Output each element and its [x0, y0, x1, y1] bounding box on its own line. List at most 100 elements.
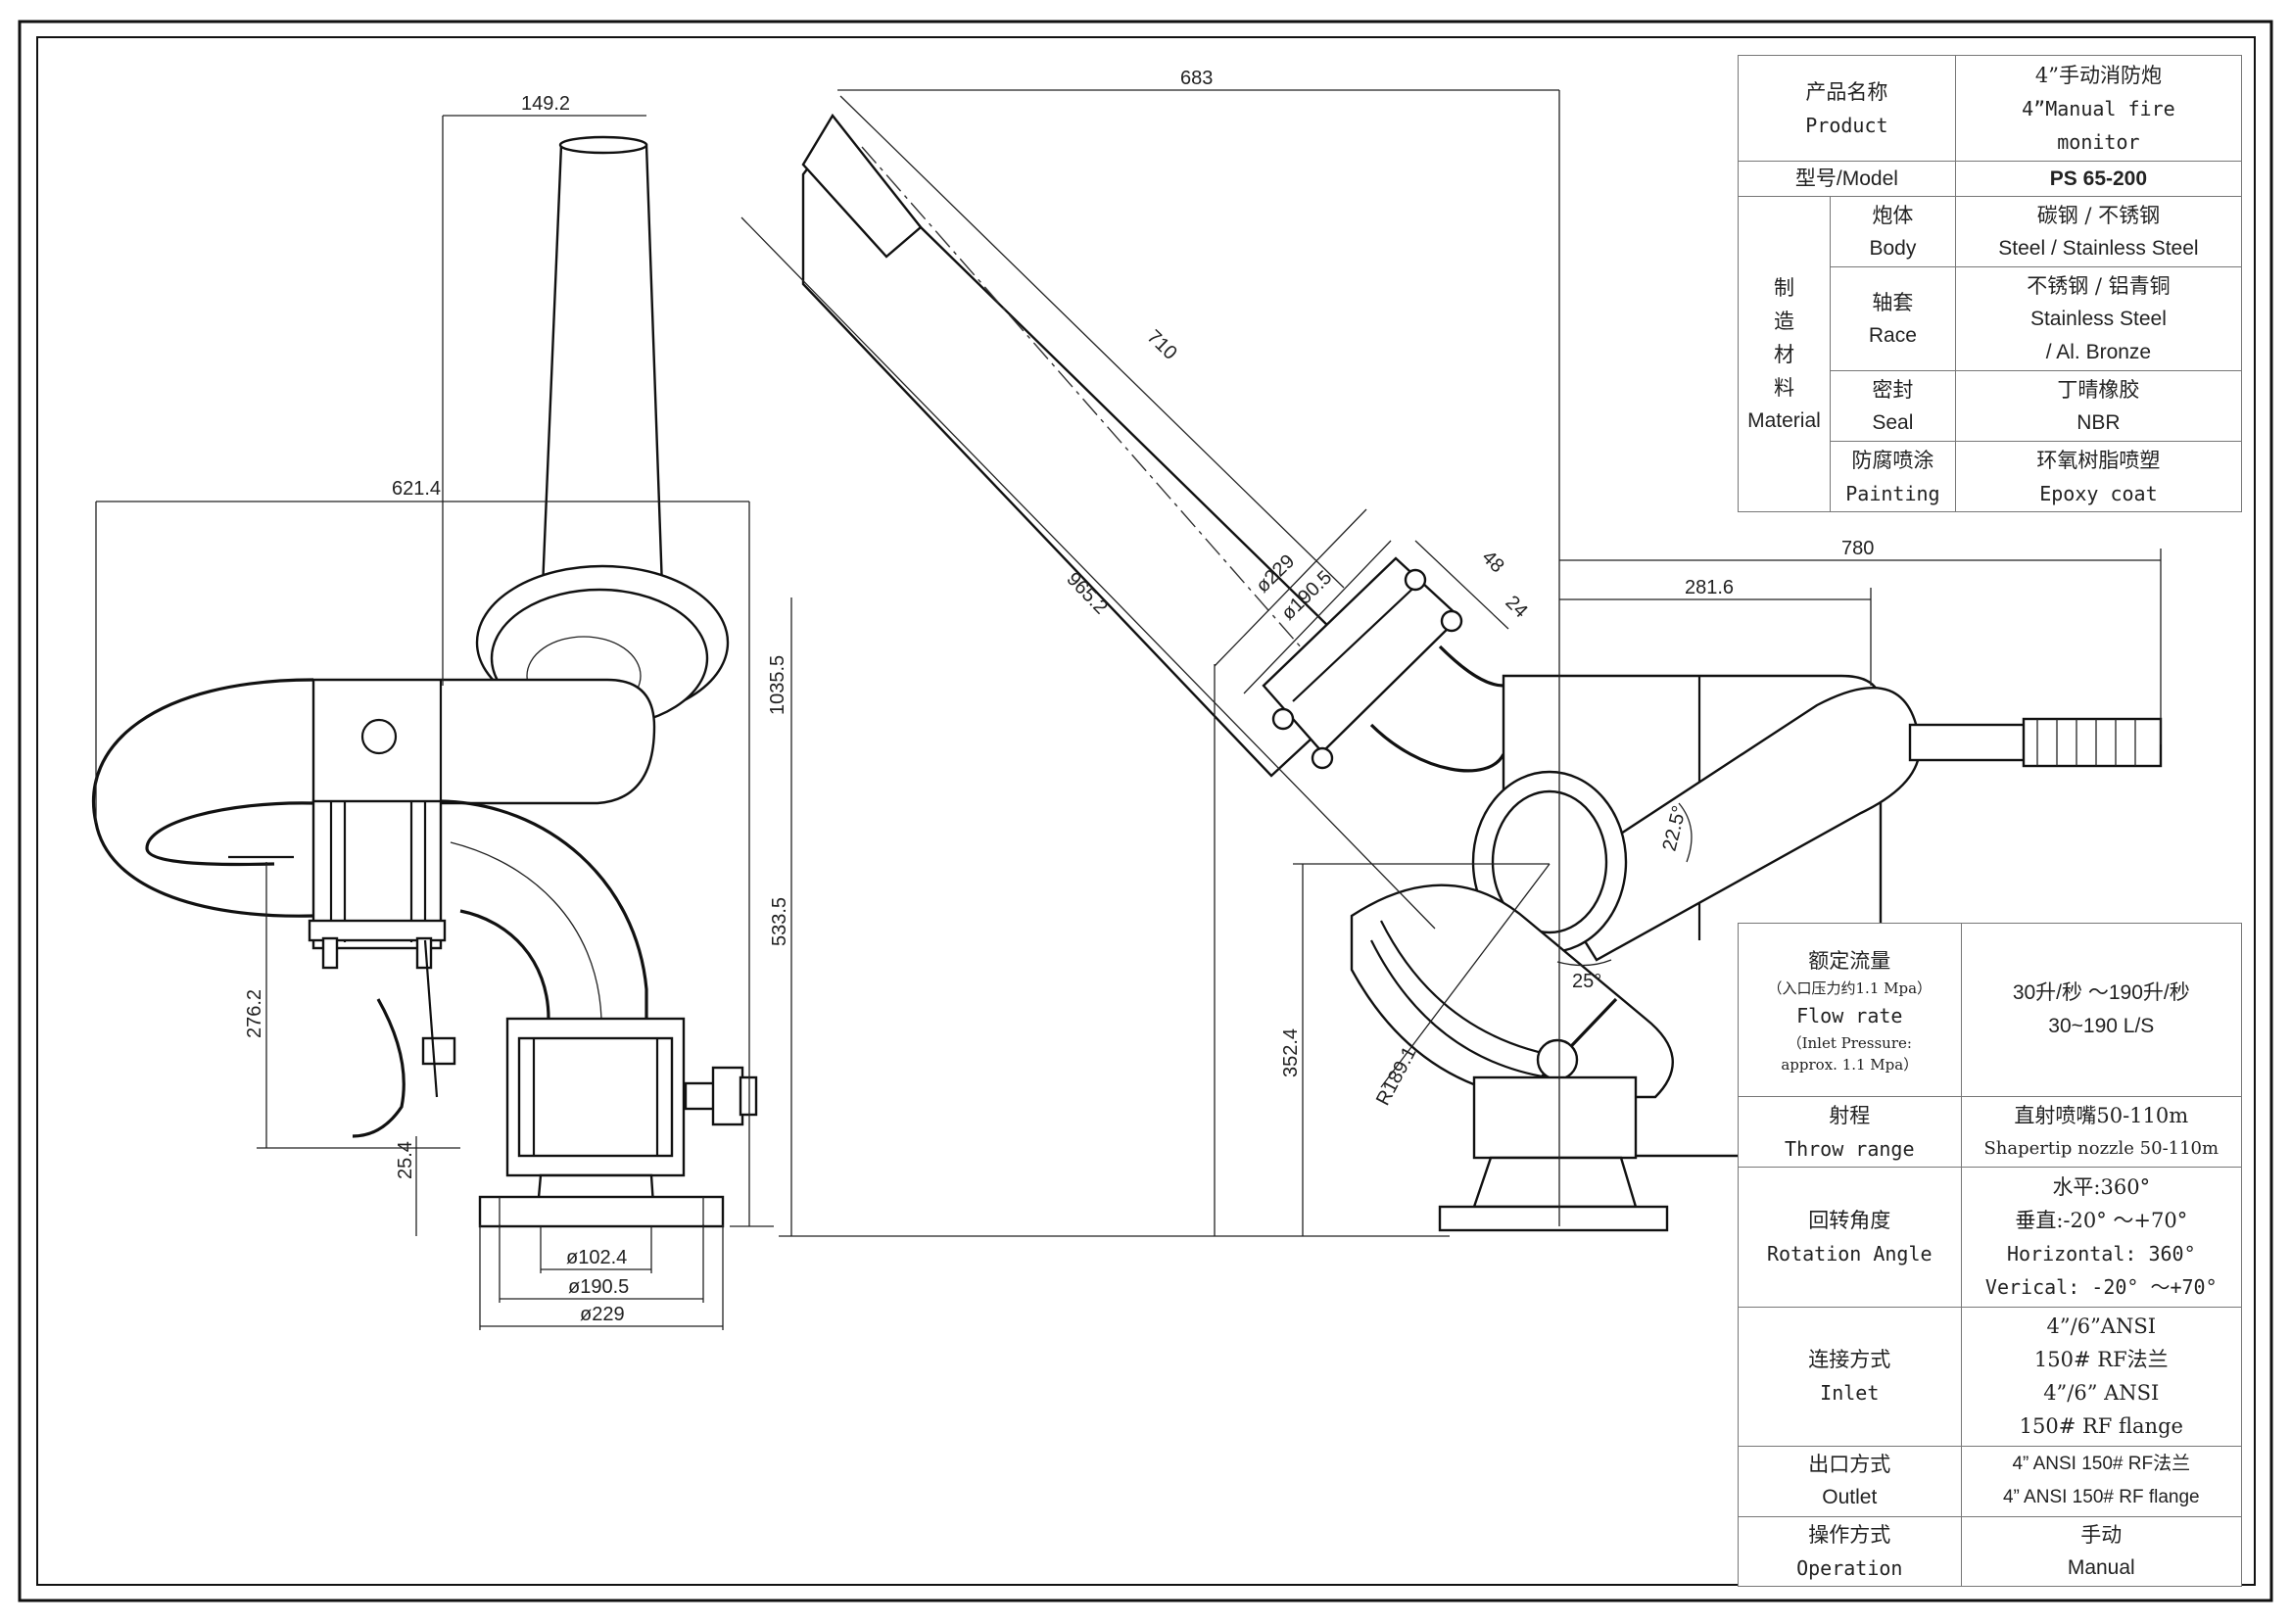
dim-side-bolt-b: 24 — [1501, 592, 1531, 622]
inlet-value-3: 4”/6” ANSI — [2043, 1381, 2160, 1406]
race-part-en: Race — [1868, 323, 1917, 347]
seal-value-en: NBR — [2076, 410, 2121, 434]
rotation-label-cn: 回转角度 — [1808, 1208, 1891, 1232]
dim-front-inlet-height: 276.2 — [244, 989, 265, 1038]
flow-label-en: Flow rate — [1796, 1004, 1903, 1028]
outlet-label-en: Outlet — [1822, 1486, 1878, 1509]
inner-frame — [36, 36, 2256, 1586]
inlet-label-en: Inlet — [1820, 1381, 1880, 1406]
material-char-1: 制 — [1773, 275, 1794, 300]
flow-note-en-2: approx. 1.1 Mpa） — [1781, 1056, 1919, 1075]
flow-note-en-1: （Inlet Pressure: — [1787, 1034, 1912, 1053]
dim-front-d2: ø190.5 — [568, 1276, 629, 1298]
race-part-cn: 轴套 — [1872, 290, 1914, 314]
operation-label-cn: 操作方式 — [1808, 1522, 1891, 1547]
seal-value-cell: 丁晴橡胶 NBR — [1954, 370, 2243, 442]
dim-front-d1: ø102.4 — [566, 1247, 627, 1268]
race-value-en-1: Stainless Steel — [2029, 307, 2167, 330]
dim-side-overall: 780 — [1841, 538, 1874, 559]
dim-side-radius: R189.1 — [1372, 1043, 1421, 1109]
flow-note-cn: （入口压力约1.1 Mpa） — [1767, 979, 1933, 998]
race-value-cell: 不锈钢 / 铝青铜 Stainless Steel / Al. Bronze — [1954, 266, 2243, 371]
dim-side-height: 533.5 — [769, 897, 790, 946]
rotation-value-cell: 水平:360° 垂直:-20° ～+70° Horizontal: 360° V… — [1960, 1166, 2243, 1308]
rotation-value-4: Verical: -20° ～+70° — [1984, 1274, 2218, 1299]
painting-value-cn: 环氧树脂喷塑 — [2036, 448, 2161, 472]
dim-front-flange-thk: 25.4 — [395, 1141, 416, 1179]
material-char-4: 料 — [1773, 375, 1794, 400]
inlet-label-cell: 连接方式 Inlet — [1738, 1306, 1962, 1448]
outlet-label-cn: 出口方式 — [1808, 1453, 1891, 1477]
spec-table-performance: 额定流量 （入口压力约1.1 Mpa） Flow rate （Inlet Pre… — [1738, 922, 2243, 1588]
model-label: 型号/Model — [1738, 161, 1956, 197]
body-value-cell: 碳钢 / 不锈钢 Steel / Stainless Steel — [1954, 196, 2243, 267]
flow-value-cell: 30升/秒 ～190升/秒 30~190 L/S — [1960, 922, 2243, 1098]
product-value-cell: 4”手动消防炮 4”Manual fire monitor — [1954, 55, 2243, 162]
outlet-value-en: 4” ANSI 150# RF flange — [2002, 1487, 2200, 1508]
dim-side-pivot-height: 352.4 — [1280, 1028, 1302, 1077]
inlet-value-cell: 4”/6”ANSI 150# RF法兰 4”/6” ANSI 150# RF f… — [1960, 1306, 2243, 1448]
material-char-2: 造 — [1773, 309, 1794, 333]
throw-label-cell: 射程 Throw range — [1738, 1096, 1962, 1168]
front-view: 149.2 621.4 1035.5 276.2 25.4 ø102.4 ø19… — [91, 93, 788, 1330]
spec-table-materials: 产品名称 Product 4”手动消防炮 4”Manual fire monit… — [1738, 55, 2243, 512]
product-value-en-2: monitor — [2057, 129, 2140, 154]
operation-value-cell: 手动 Manual — [1960, 1515, 2243, 1588]
rotation-value-3: Horizontal: 360° — [2006, 1241, 2196, 1266]
rotation-value-1: 水平:360° — [2052, 1174, 2151, 1199]
flow-label-cn: 额定流量 — [1808, 949, 1891, 974]
body-value-cn: 碳钢 / 不锈钢 — [2036, 203, 2161, 227]
model-value: PS 65-200 — [1954, 161, 2243, 197]
rotation-value-2: 垂直:-20° ～+70° — [2015, 1208, 2188, 1232]
painting-part-en: Painting — [1845, 481, 1940, 505]
throw-value-cell: 直射喷嘴50-110m Shapertip nozzle 50-110m — [1960, 1096, 2243, 1168]
dim-side-barrel: 710 — [1143, 326, 1181, 364]
painting-value-cell: 环氧树脂喷塑 Epoxy coat — [1954, 441, 2243, 512]
flow-value-en: 30~190 L/S — [2048, 1015, 2155, 1038]
throw-value-en: Shapertip nozzle 50-110m — [1983, 1137, 2219, 1159]
seal-value-cn: 丁晴橡胶 — [2057, 377, 2140, 402]
inlet-value-4: 150# RF flange — [2019, 1414, 2183, 1439]
flow-label-cell: 额定流量 （入口压力约1.1 Mpa） Flow rate （Inlet Pre… — [1738, 922, 1962, 1098]
dim-front-top-width: 149.2 — [521, 93, 570, 115]
operation-label-cell: 操作方式 Operation — [1738, 1515, 1962, 1588]
dim-side-top: 683 — [1180, 68, 1213, 89]
inlet-value-1: 4”/6”ANSI — [2046, 1314, 2157, 1339]
rotation-label-en: Rotation Angle — [1766, 1241, 1933, 1266]
product-value-en-1: 4”Manual fire — [2022, 96, 2175, 120]
dim-front-d3: ø229 — [580, 1304, 625, 1325]
product-label-cn: 产品名称 — [1805, 79, 1888, 104]
body-part-cell: 炮体 Body — [1829, 196, 1956, 267]
throw-value-cn: 直射喷嘴50-110m — [2014, 1103, 2189, 1127]
throw-label-en: Throw range — [1785, 1136, 1915, 1161]
operation-value-cn: 手动 — [2080, 1522, 2123, 1547]
material-label-cell: 制 造 材 料 Material — [1738, 196, 1831, 512]
outlet-value-cn: 4” ANSI 150# RF法兰 — [2012, 1454, 2191, 1475]
painting-part-cn: 防腐喷涂 — [1851, 448, 1934, 472]
rotation-label-cell: 回转角度 Rotation Angle — [1738, 1166, 1962, 1308]
operation-value-en: Manual — [2067, 1555, 2135, 1579]
body-part-cn: 炮体 — [1872, 203, 1914, 227]
product-label-cell: 产品名称 Product — [1738, 55, 1956, 162]
outlet-label-cell: 出口方式 Outlet — [1738, 1446, 1962, 1517]
inlet-value-2: 150# RF法兰 — [2033, 1348, 2169, 1372]
body-part-en: Body — [1869, 236, 1917, 260]
dim-side-angle-b: 25° — [1572, 971, 1601, 992]
dim-side-bolt-a: 48 — [1477, 547, 1507, 577]
product-value-cn: 4”手动消防炮 — [2034, 63, 2162, 87]
throw-label-cn: 射程 — [1829, 1103, 1871, 1127]
race-part-cell: 轴套 Race — [1829, 266, 1956, 371]
outer-frame — [18, 20, 2273, 1602]
seal-part-en: Seal — [1872, 410, 1914, 434]
dim-front-height: 1035.5 — [767, 655, 788, 715]
outlet-value-cell: 4” ANSI 150# RF法兰 4” ANSI 150# RF flange — [1960, 1446, 2243, 1517]
inlet-label-cn: 连接方式 — [1808, 1348, 1891, 1372]
race-value-en-2: / Al. Bronze — [2045, 340, 2152, 363]
flow-value-cn: 30升/秒 ～190升/秒 — [2012, 981, 2190, 1005]
painting-value-en: Epoxy coat — [2039, 481, 2158, 505]
material-label-en: Material — [1747, 408, 1821, 432]
seal-part-cn: 密封 — [1872, 377, 1914, 402]
painting-part-cell: 防腐喷涂 Painting — [1829, 441, 1956, 512]
body-value-en: Steel / Stainless Steel — [1998, 236, 2199, 260]
